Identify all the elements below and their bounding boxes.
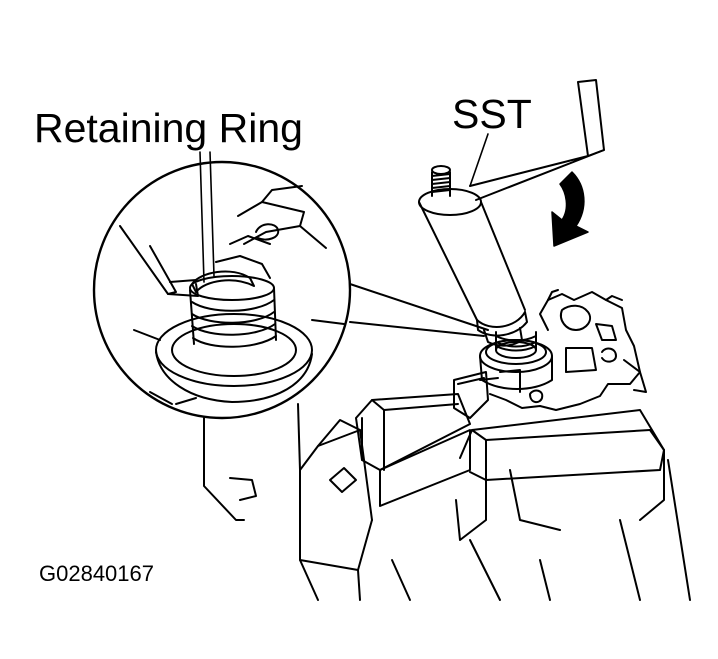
retaining-ring-label: Retaining Ring	[34, 105, 303, 151]
magnifier-connector	[344, 282, 488, 336]
curved-arrow-down-icon	[552, 172, 588, 246]
housing-lower-left	[204, 404, 300, 520]
vise-jaws	[356, 394, 664, 540]
sst-label: SST	[452, 91, 532, 137]
housing-body	[300, 420, 690, 600]
detail-interior	[120, 152, 344, 404]
shaft-boss	[480, 332, 552, 389]
gear-housing-cover	[480, 290, 646, 410]
figure-code: G02840167	[39, 561, 154, 586]
sst-tool	[419, 80, 604, 346]
detail-circle	[94, 152, 350, 418]
